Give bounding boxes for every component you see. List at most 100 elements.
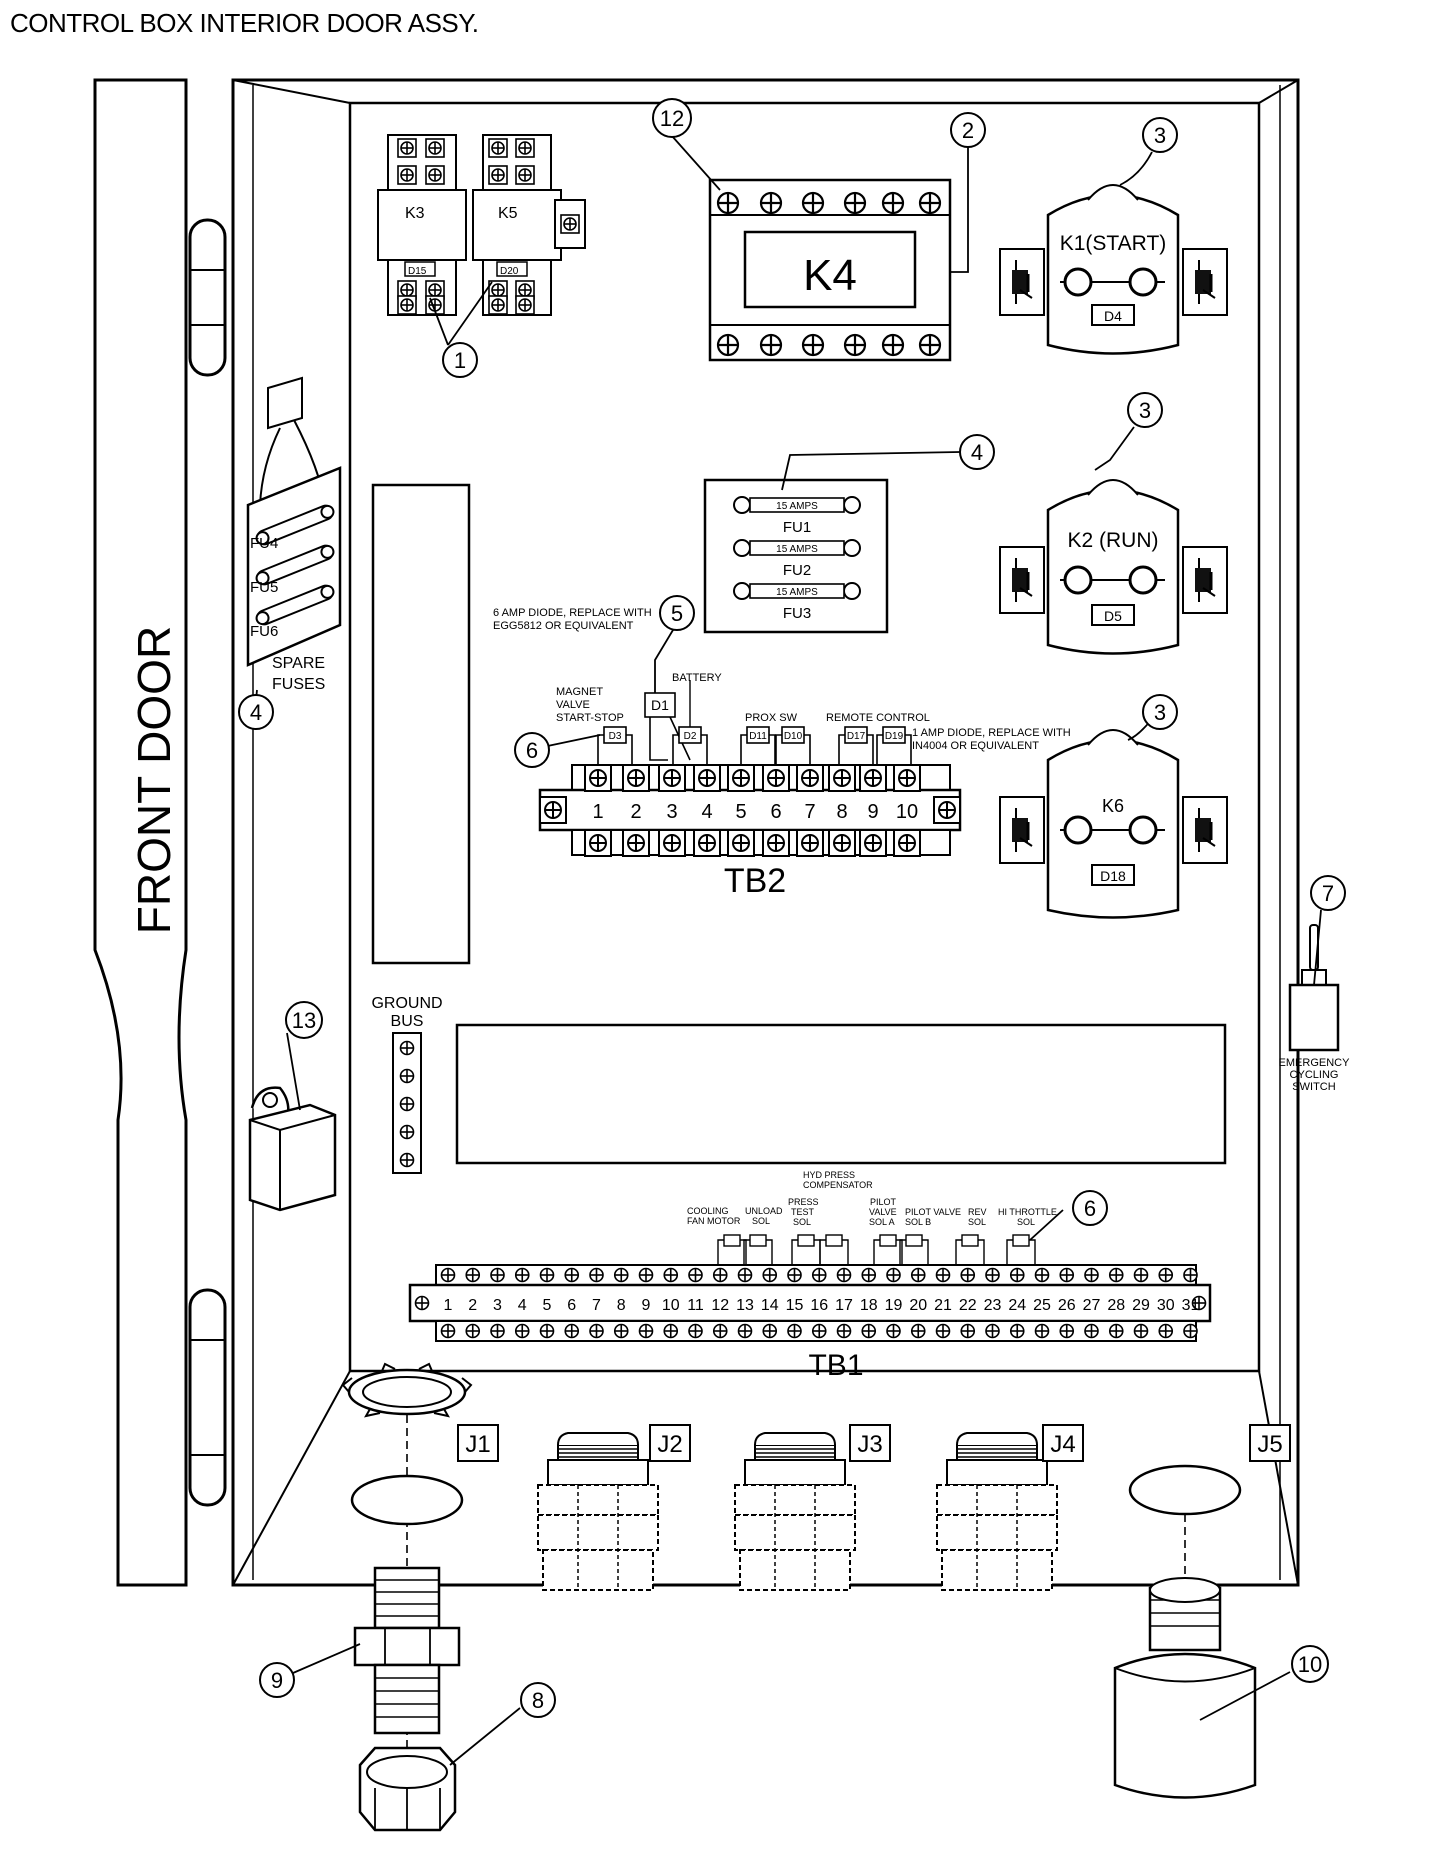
tb1-label: TB1 <box>808 1349 863 1382</box>
wire-duct-vertical <box>371 483 471 965</box>
note-rev-2: SOL <box>968 1217 986 1227</box>
callout-6-tb2: 6 <box>526 738 538 763</box>
tb2-terminal-number: 7 <box>804 801 815 823</box>
contactor-k1: K1(START) D4 <box>998 184 1229 355</box>
diode-d1-label: D1 <box>651 697 669 713</box>
tb1-terminal-number: 15 <box>786 1297 804 1314</box>
note-press-2: TEST <box>791 1207 815 1217</box>
tb1-terminal-number: 8 <box>617 1297 626 1314</box>
tb1-terminal-number: 30 <box>1157 1297 1175 1314</box>
diode-d3-label: D3 <box>609 731 622 742</box>
relay-k3: K3 D15 <box>377 134 467 316</box>
diode-d2-label: D2 <box>684 731 697 742</box>
callout-1: 1 <box>454 348 466 373</box>
note-remote-control: REMOTE CONTROL <box>826 712 930 724</box>
tb2-terminal-number: 4 <box>701 801 712 823</box>
jack-labels: J1 J2 J3 J4 J5 <box>457 1424 1291 1462</box>
tb1-terminal-number: 3 <box>493 1297 502 1314</box>
jack-j3-label: J3 <box>857 1431 882 1458</box>
callout-4-spare-fuses: 4 <box>250 700 262 725</box>
jack-j1-label: J1 <box>465 1431 490 1458</box>
contactor-k6-label: K6 <box>1102 796 1124 816</box>
leader-lines <box>255 135 1322 1766</box>
tb2-diodes: D3 D1 D2 D11 D10 D17 D19 <box>597 680 912 765</box>
relay-k4: K4 <box>708 178 952 362</box>
callout-7: 7 <box>1322 881 1334 906</box>
tb1-terminal-number: 10 <box>662 1297 680 1314</box>
note-hyd-2: COMPENSATOR <box>803 1180 873 1190</box>
tb1-terminal-number: 5 <box>543 1297 552 1314</box>
note-hi-throttle-2: SOL <box>1017 1217 1035 1227</box>
tb1-terminal-number: 1 <box>444 1297 453 1314</box>
jack-j5-label: J5 <box>1257 1431 1282 1458</box>
tb1-terminal-number: 31 <box>1182 1297 1200 1314</box>
fuse-fu3-label: FU3 <box>783 605 811 622</box>
tb2-terminal-number: 5 <box>735 801 746 823</box>
tb1-terminal-number: 27 <box>1083 1297 1101 1314</box>
tb2-label: TB2 <box>724 862 786 900</box>
fitting-j2 <box>537 1432 659 1591</box>
enclosure <box>231 78 1300 1587</box>
plug-item-10 <box>1113 1577 1257 1799</box>
fuse-rating: 15 AMPS <box>776 587 818 598</box>
jack-j4-label: J4 <box>1050 1431 1075 1458</box>
jack-j2-label: J2 <box>657 1431 682 1458</box>
callout-2: 2 <box>962 118 974 143</box>
page-title: CONTROL BOX INTERIOR DOOR ASSY. <box>10 8 479 38</box>
component-item-13 <box>248 1086 337 1212</box>
fuse-rating: 15 AMPS <box>776 501 818 512</box>
callout-10: 10 <box>1298 1652 1322 1677</box>
hole-j1 <box>350 1474 464 1526</box>
tb1-terminal-number: 16 <box>810 1297 828 1314</box>
tb2-terminal-number: 3 <box>666 801 677 823</box>
wire-duct-horizontal <box>455 1023 1227 1165</box>
fuse-fu3: 15 AMPS FU3 <box>733 582 861 622</box>
tb1-terminal-number: 24 <box>1008 1297 1026 1314</box>
contactor-k6: K6 D18 <box>998 729 1229 919</box>
tb1-terminal-number: 14 <box>761 1297 779 1314</box>
note-battery: BATTERY <box>672 672 722 684</box>
callout-3-k6: 3 <box>1154 700 1166 725</box>
note-cooling-2: FAN MOTOR <box>687 1216 741 1226</box>
tb2-terminal-number: 10 <box>896 801 918 823</box>
callout-3-k2: 3 <box>1139 398 1151 423</box>
spare-fuses-label-1: SPARE <box>272 655 325 672</box>
note-press-1: PRESS <box>788 1197 819 1207</box>
relay-k3-label: K3 <box>405 205 425 222</box>
note-6amp-diode-2: EGG5812 OR EQUIVALENT <box>493 620 634 632</box>
diode-d5-label: D5 <box>1104 608 1122 624</box>
callout-4-fuse-block: 4 <box>971 440 983 465</box>
note-1amp-diode-2: IN4004 OR EQUIVALENT <box>912 740 1039 752</box>
tb2-terminal-number: 9 <box>867 801 878 823</box>
note-pilot-a-2: VALVE <box>869 1207 897 1217</box>
contactor-k2: K2 (RUN) D5 <box>998 479 1229 655</box>
tb2-terminal-number: 2 <box>630 801 641 823</box>
ground-bus-label-2: BUS <box>391 1013 424 1030</box>
tb1-terminal-number: 26 <box>1058 1297 1076 1314</box>
tb1-terminal-number: 11 <box>687 1297 704 1314</box>
diode-d10-label: D10 <box>784 731 803 742</box>
hinge-top <box>188 218 227 377</box>
note-pilot-a-1: PILOT <box>870 1197 897 1207</box>
tb1-terminal-number: 20 <box>909 1297 927 1314</box>
hole-j5 <box>1128 1464 1242 1516</box>
note-pilot-a-3: SOL A <box>869 1217 895 1227</box>
fitting-j3 <box>734 1432 856 1591</box>
tb1-terminal-number: 19 <box>885 1297 903 1314</box>
hinge-bottom <box>188 1288 227 1507</box>
fuse-fu1-label: FU1 <box>783 519 811 536</box>
fitting-j4 <box>936 1432 1058 1591</box>
diode-d18-label: D18 <box>1100 868 1126 884</box>
tb1-terminal-number: 6 <box>567 1297 576 1314</box>
fuse-fu2-label: FU2 <box>783 562 811 579</box>
fuse-fu1: 15 AMPS FU1 <box>733 496 861 536</box>
note-pilot-b-2: SOL B <box>905 1217 931 1227</box>
callout-8: 8 <box>532 1688 544 1713</box>
note-magnet-2: VALVE <box>556 699 590 711</box>
note-magnet-1: MAGNET <box>556 686 603 698</box>
relay-k5-label: K5 <box>498 205 518 222</box>
diode-d19-label: D19 <box>885 731 904 742</box>
fuse-block: 15 AMPS FU1 15 AMPS FU2 15 AMPS FU3 <box>703 478 889 634</box>
